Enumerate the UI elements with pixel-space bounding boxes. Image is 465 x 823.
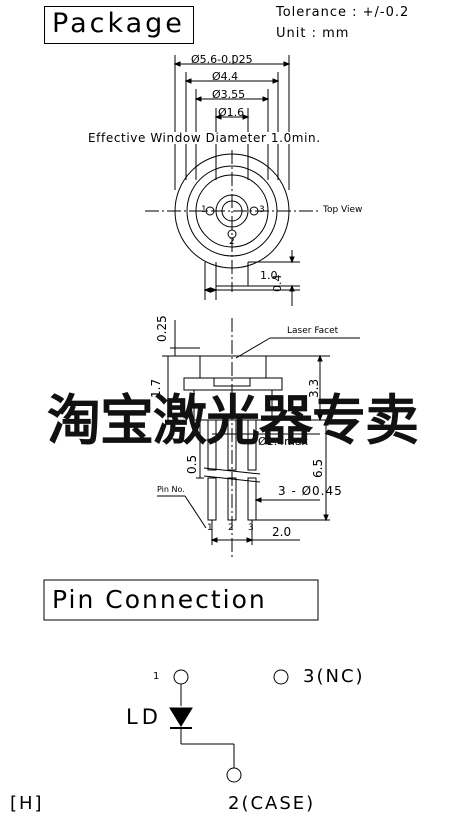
top-pin-1: 1 [201, 205, 207, 215]
unit-note: Unit : mm [276, 26, 350, 41]
dim-top-thickness: 0.25 [155, 315, 169, 342]
package-title: Package [52, 8, 185, 39]
top-pin-2: 2 [229, 237, 235, 247]
dim-lead-length: 6.5 [311, 458, 325, 478]
window-note: Effective Window Diameter 1.0min. [88, 131, 321, 145]
watermark-text: 淘宝激光器专卖 [47, 389, 419, 452]
ld-label: LD [126, 705, 162, 729]
dim-inner-diameter: Ø3.55 [212, 88, 246, 101]
side-pin-2: 2 [228, 523, 234, 533]
top-view-label: Top View [323, 205, 363, 215]
dim-window-diameter: Ø1.6 [218, 106, 245, 119]
pin-1-label: 1 [153, 671, 160, 682]
pin-connection-title: Pin Connection [52, 585, 267, 614]
lead-diameter: 3 - Ø0.45 [278, 484, 343, 498]
dim-pitch-circle: Ø1.4max [258, 435, 309, 448]
top-pin-3: 3 [259, 205, 265, 215]
laser-facet-label: Laser Facet [287, 326, 339, 336]
side-pin-3: 3 [248, 523, 254, 533]
dim-tab-width: 1.0 [260, 269, 278, 282]
pin-no-label: Pin No. [157, 485, 185, 494]
pin-3-label: 3(NC) [303, 666, 365, 687]
dim-outer-diameter: Ø5.6-0.025 [191, 53, 253, 66]
dim-standoff: 0.5 [185, 454, 199, 474]
dim-spacing: 2.0 [272, 525, 292, 539]
package-code: [H] [10, 793, 44, 814]
tolerance-note: Tolerance : +/-0.2 [276, 5, 410, 20]
dim-tab-depth: 0.4 [271, 274, 284, 293]
pin-2-label: 2(CASE) [228, 793, 316, 814]
dim-cap-diameter: Ø4.4 [212, 70, 239, 83]
package-title-box [44, 6, 194, 44]
side-pin-1: 1 [207, 523, 213, 533]
